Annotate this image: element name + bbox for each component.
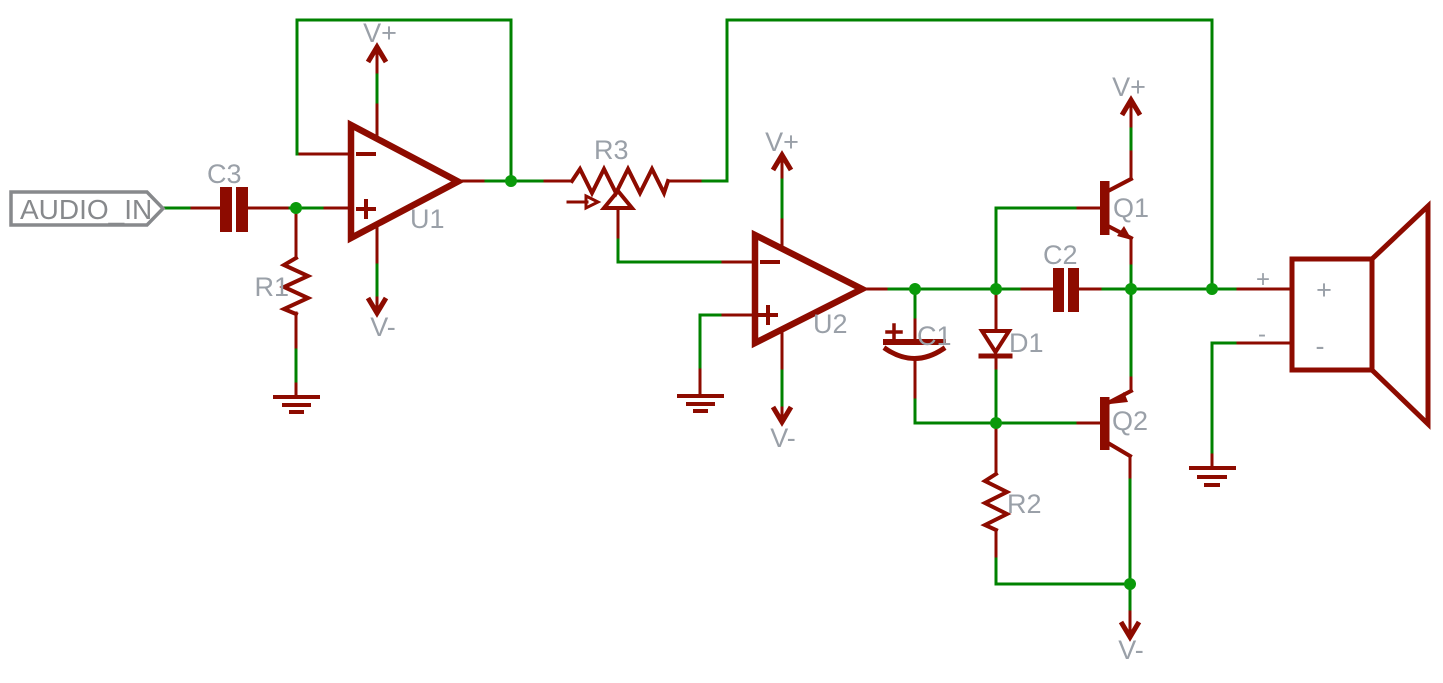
r3-wiper-triangle [599, 187, 637, 210]
c2-plate-left [1053, 268, 1064, 312]
r3-zigzag [569, 164, 671, 199]
gnd-symbol-r1[interactable] [273, 382, 320, 414]
q2-emitter-arrow [1110, 392, 1128, 404]
d1-label: D1 [1009, 328, 1044, 358]
vplus-rail-u2[interactable]: V+ [765, 127, 799, 251]
vminus-rail-out[interactable]: V- [1118, 610, 1144, 665]
r1-zigzag [279, 255, 313, 317]
vplus-arrow-u1 [365, 42, 389, 64]
speaker-pin-plus-name: + [1256, 266, 1270, 293]
vminus-label-u1: V- [370, 312, 396, 342]
vminus-rail-u1[interactable]: V- [365, 222, 396, 342]
vplus-rail-q1[interactable]: V+ [1112, 72, 1146, 128]
c3-plate-right [236, 187, 248, 232]
q1-transistor[interactable]: Q1 [1076, 150, 1149, 265]
audio-in-port[interactable]: AUDIO_IN [9, 190, 166, 227]
speaker-sym-plus: + [1316, 275, 1332, 305]
q2-base-bar [1100, 397, 1110, 450]
q1-label: Q1 [1113, 193, 1149, 223]
net-wiper-to-u2[interactable] [616, 235, 725, 264]
vplus-label-q1: V+ [1112, 72, 1146, 102]
c1-label: C1 [917, 321, 952, 351]
c1-capacitor[interactable]: C1 [882, 318, 952, 399]
q2-collector-diag [1105, 440, 1133, 459]
r1-resistor[interactable]: R1 [254, 210, 313, 349]
port-flag-outline[interactable] [9, 190, 166, 227]
q1-base-bar [1100, 181, 1110, 235]
r2-resistor[interactable]: R2 [980, 425, 1042, 558]
vminus-arrow-u1 [365, 296, 389, 318]
c3-capacitor[interactable]: C3 [190, 159, 289, 232]
u1-opamp[interactable]: U1 [298, 119, 485, 244]
junction-dot [290, 202, 302, 214]
net-u2-plus-gnd[interactable] [698, 313, 725, 372]
junction-dot [1124, 578, 1136, 590]
gnd-symbol-u2[interactable] [677, 368, 724, 413]
r2-zigzag [980, 471, 1012, 533]
r3-trimmer[interactable]: R3 [543, 135, 702, 239]
u2-label: U2 [813, 309, 848, 339]
u1-body[interactable] [347, 119, 465, 244]
vplus-label-u1: V+ [363, 18, 397, 48]
c3-label: C3 [207, 159, 242, 189]
junction-dot [990, 417, 1002, 429]
port-label: AUDIO_IN [20, 194, 152, 225]
c2-label: C2 [1043, 240, 1078, 270]
speaker[interactable]: + - + - [1236, 200, 1431, 430]
junction-dot [1125, 283, 1137, 295]
vplus-arrow-u2 [770, 150, 794, 172]
net-c1-bottom[interactable] [913, 395, 1080, 425]
vminus-arrow-u2 [770, 405, 794, 427]
net-q1-base[interactable] [994, 206, 1080, 291]
r3-adjust-arrowhead [584, 193, 602, 211]
junction-dot [909, 283, 921, 295]
q2-label: Q2 [1112, 406, 1148, 436]
vminus-arrow-out [1118, 620, 1142, 642]
u2-body[interactable] [751, 229, 870, 349]
net-u1-feedback[interactable] [295, 18, 513, 183]
vminus-label-u2: V- [770, 423, 796, 453]
net-global-feedback[interactable] [698, 18, 1214, 291]
vminus-label-out: V- [1118, 635, 1144, 665]
speaker-body[interactable] [1289, 256, 1375, 373]
d1-diode[interactable]: D1 [978, 292, 1044, 370]
q1-emitter-arrow [1117, 226, 1132, 240]
vminus-rail-u2[interactable]: V- [770, 328, 796, 453]
nets [161, 18, 1240, 614]
r3-label: R3 [594, 135, 629, 165]
d1-triangle [978, 329, 1013, 356]
junction-dot [990, 283, 1002, 295]
junction-dot [505, 175, 517, 187]
r1-label: R1 [254, 272, 289, 302]
gnd-symbol-speaker[interactable] [1189, 453, 1236, 487]
c2-capacitor[interactable]: C2 [1020, 240, 1102, 312]
net-speaker-minus-gnd[interactable] [1210, 341, 1240, 457]
vplus-arrow-q1 [1119, 95, 1143, 117]
c1-plate-bottom-arc [882, 345, 947, 361]
speaker-pin-minus-name: - [1258, 321, 1266, 348]
u1-label: U1 [410, 204, 445, 234]
speaker-sym-minus: - [1316, 331, 1325, 361]
q2-transistor[interactable]: Q2 [1076, 376, 1148, 479]
r2-label: R2 [1007, 489, 1042, 519]
vplus-label-u2: V+ [765, 127, 799, 157]
vplus-rail-u1[interactable]: V+ [363, 18, 397, 142]
junction-dot [1206, 283, 1218, 295]
c3-plate-left [220, 187, 232, 232]
junction-dots [290, 175, 1218, 590]
c2-plate-right [1068, 268, 1079, 312]
u2-opamp[interactable]: U2 [721, 229, 888, 349]
speaker-horn [1368, 200, 1431, 430]
q1-collector-diag [1105, 176, 1134, 194]
net-r2-vminus[interactable] [994, 554, 1132, 614]
